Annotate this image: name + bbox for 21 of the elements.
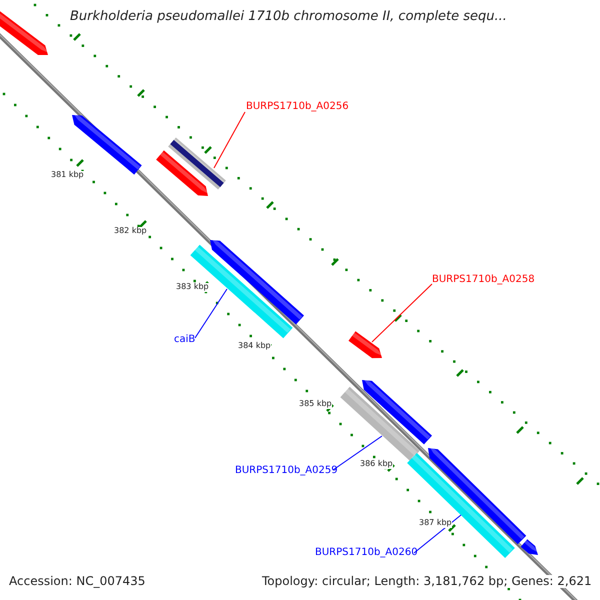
gene-label: caiB <box>174 334 196 345</box>
info-text: Topology: circular; Length: 3,181,762 bp; Genes: 2,621 <box>262 575 592 588</box>
gene-bar <box>348 331 383 358</box>
gene-label: BURPS1710b_A0260 <box>315 547 418 558</box>
title: Burkholderia pseudomallei 1710b chromosome II, complete sequ... <box>70 10 507 24</box>
gene-bar <box>340 386 420 462</box>
leader-line <box>194 288 228 338</box>
leader-line <box>414 514 462 554</box>
tick-label: 386 kbp <box>360 460 393 469</box>
gene-bar <box>168 138 226 190</box>
tick-label: 382 kbp <box>114 227 147 236</box>
tick-label: 381 kbp <box>51 171 84 180</box>
gene-label: BURPS1710b_A0259 <box>235 465 338 476</box>
gene-label: BURPS1710b_A0256 <box>246 101 349 112</box>
tick-label: 387 kbp <box>419 519 452 528</box>
gene-label: BURPS1710b_A0258 <box>432 274 535 285</box>
leader-line <box>214 112 246 168</box>
info-text: Accession: NC_007435 <box>9 575 146 588</box>
tick-label: 383 kbp <box>176 283 209 292</box>
leader-line <box>332 436 382 470</box>
leader-line <box>372 284 432 342</box>
